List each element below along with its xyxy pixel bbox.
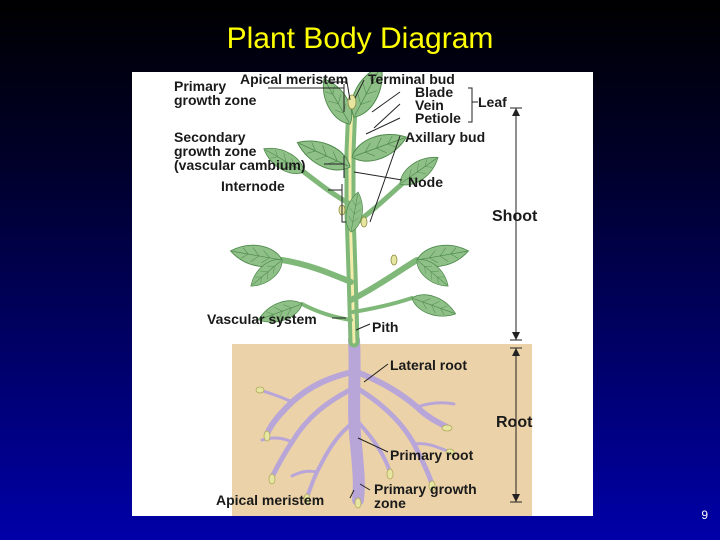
label-vascular-system: Vascular system xyxy=(207,311,317,327)
label-primary-root: Primary root xyxy=(390,447,474,463)
label-petiole: Petiole xyxy=(415,110,461,126)
label-pith: Pith xyxy=(372,319,399,335)
slide-title: Plant Body Diagram xyxy=(226,22,494,55)
label-node: Node xyxy=(408,174,443,190)
label-apical-meristem-bottom: Apical meristem xyxy=(216,492,325,508)
soil-region xyxy=(232,344,532,516)
arrow-heads xyxy=(512,108,520,502)
label-shoot: Shoot xyxy=(492,208,538,225)
label-apical-meristem-top: Apical meristem xyxy=(240,72,349,87)
slide-number: 9 xyxy=(701,508,708,522)
label-vein: Vein xyxy=(415,97,444,113)
plant-illustration xyxy=(228,72,522,509)
label-lateral-root: Lateral root xyxy=(390,357,468,373)
label-leaf: Leaf xyxy=(478,94,507,110)
label-root: Root xyxy=(496,414,533,431)
label-internode: Internode xyxy=(221,178,285,194)
root-system xyxy=(258,334,456,506)
buds xyxy=(338,94,398,266)
root-tips xyxy=(255,386,455,509)
label-blade: Blade xyxy=(415,84,454,100)
label-axillary-bud: Axillary bud xyxy=(405,129,486,145)
label-terminal-bud: Terminal bud xyxy=(368,72,455,87)
